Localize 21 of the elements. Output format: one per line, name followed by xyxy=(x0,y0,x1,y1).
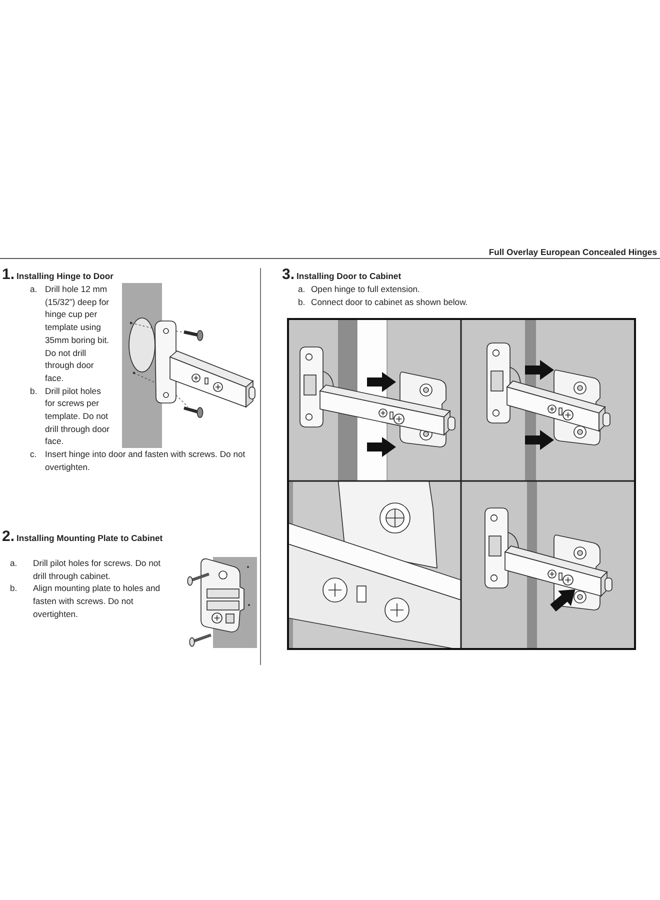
instruction-text: Open hinge to full extension. xyxy=(311,284,420,294)
list-marker: b. xyxy=(10,582,18,596)
step-heading: Installing Mounting Plate to Cabinet xyxy=(16,533,163,543)
instruction-text: Align mounting plate to holes and fasten with screws. Do not overtighten. xyxy=(33,583,160,619)
list-marker: a. xyxy=(30,283,38,296)
step-heading: Installing Door to Cabinet xyxy=(296,271,402,281)
step-number: 1. xyxy=(2,266,15,283)
instruction-text: Drill pilot holes for screws. Do not drill through cabinet. xyxy=(33,558,161,581)
instruction-text: Drill pilot holes for screws per template. Do not drill through door face. xyxy=(45,386,110,446)
step-heading: Installing Hinge to Door xyxy=(16,271,114,281)
instruction-text: Insert hinge into door and fasten with screws. Do not overtighten. xyxy=(45,449,246,472)
list-marker: b. xyxy=(298,296,306,308)
list-marker: b. xyxy=(30,384,38,398)
list-marker: c. xyxy=(30,448,37,461)
list-marker: a. xyxy=(10,557,18,570)
step-number: 3. xyxy=(282,266,295,283)
list-marker: a. xyxy=(298,283,306,296)
instruction-text: Connect door to cabinet as shown below. xyxy=(311,296,468,307)
step-number: 2. xyxy=(2,528,15,545)
header-title: Full Overlay European Concealed Hinges xyxy=(488,247,657,258)
instruction-text: Drill hole 12 mm (15/32”) deep for hinge cup per template using 35mm boring bit. Do not drill through door face. xyxy=(45,284,110,383)
